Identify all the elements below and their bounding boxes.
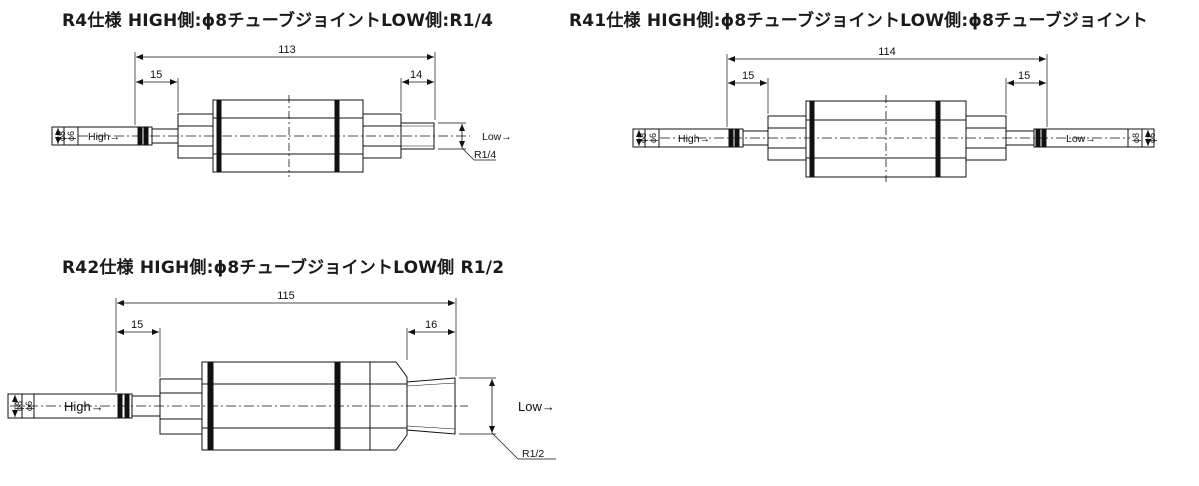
dim-left-value: 15 [150, 69, 162, 81]
dim-overall-value: 115 [277, 290, 295, 302]
dim-left-value: 15 [131, 319, 143, 331]
tube-ring [137, 126, 143, 146]
labels-r4: 113 15 14 High→ Low→ R1/4 ϕ8 ϕ6 [57, 44, 512, 161]
low-label: Low→ [518, 399, 555, 414]
labels-r42: 115 15 16 High→ Low→ R1/2 ϕ8 ϕ6 [14, 290, 555, 460]
low-label: Low→ [1066, 133, 1096, 145]
phi-outer-right: ϕ8 [1131, 133, 1141, 143]
hex-right [369, 361, 408, 451]
thread-r14 [400, 122, 435, 150]
phi-inner: ϕ6 [648, 133, 658, 143]
dim-right-value: 15 [1018, 70, 1030, 82]
thread-label: R1/2 [522, 448, 544, 460]
thread-r12 [406, 377, 456, 435]
tube-ring [143, 126, 149, 146]
high-label: High→ [88, 131, 120, 143]
labels-r41: 114 15 15 High→ Low→ ϕ8 ϕ6 ϕ8 ϕ6 [638, 46, 1157, 145]
thread-label: R1/4 [474, 149, 496, 161]
phi-inner: ϕ6 [24, 401, 34, 411]
high-label: High→ [678, 133, 710, 145]
low-label: Low→ [482, 131, 512, 143]
phi-outer: ϕ8 [14, 401, 24, 411]
title-r4: R4仕様 HIGH側:ϕ8チューブジョイントLOW側:R1/4 [62, 11, 494, 31]
high-label: High→ [64, 399, 104, 414]
dim-right-value: 14 [410, 69, 422, 81]
phi-outer: ϕ8 [57, 131, 67, 141]
phi-outer: ϕ8 [638, 133, 648, 143]
diagram-r41 [632, 54, 1155, 182]
nut-left [159, 378, 203, 435]
dim-right-value: 16 [425, 319, 437, 331]
diagram-r42 [7, 298, 556, 460]
dim-overall-value: 114 [878, 46, 896, 58]
phi-inner: ϕ6 [66, 131, 76, 141]
dim-left-value: 15 [742, 70, 754, 82]
title-r42: R42仕様 HIGH側:ϕ8チューブジョイントLOW側 R1/2 [62, 258, 505, 278]
dim-overall-value: 113 [278, 44, 296, 56]
phi-inner-right: ϕ6 [1147, 133, 1157, 143]
title-r41: R41仕様 HIGH側:ϕ8チューブジョイントLOW側:ϕ8チューブジョイント [569, 11, 1148, 31]
tube-low [1033, 128, 1155, 148]
diagram-r4 [51, 52, 496, 177]
